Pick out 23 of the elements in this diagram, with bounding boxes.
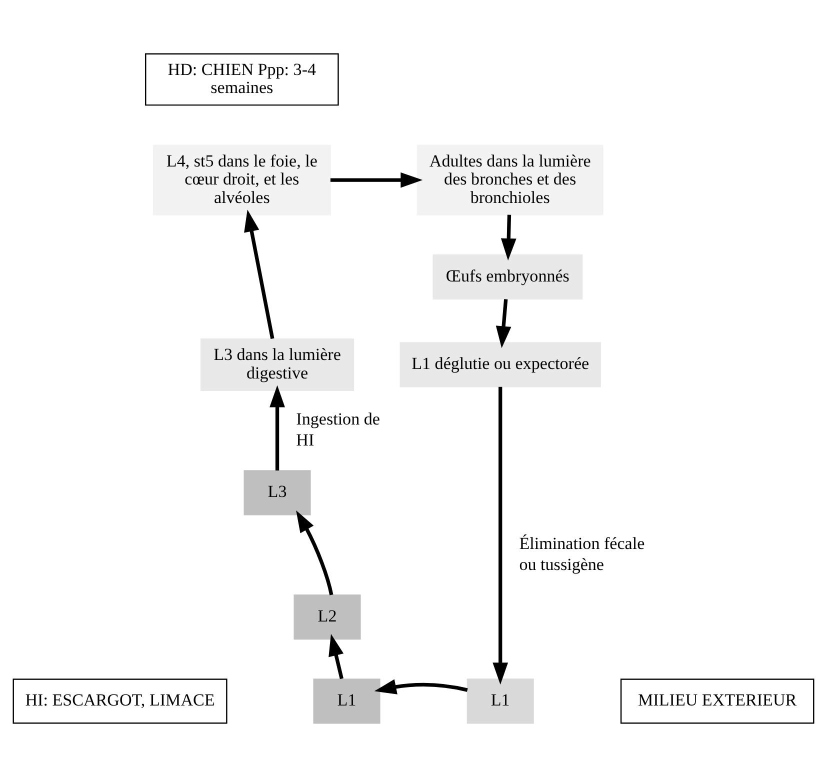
node-box: L1: [313, 678, 380, 724]
node-box: L3 dans la lumière digestive: [200, 338, 354, 390]
arrow: [328, 633, 344, 679]
node-box: L1 déglutie ou expectorée: [400, 342, 601, 387]
arrow: [374, 678, 468, 694]
node-box: L1: [466, 678, 534, 724]
node-box: HD: CHIEN Ppp: 3-4 semaines: [145, 52, 339, 106]
node-box: L2: [294, 594, 361, 640]
arrow: [500, 214, 516, 260]
node-box: L3: [244, 470, 311, 515]
node-box: HI: ESCARGOT, LIMACE: [12, 678, 228, 724]
node-box: L4, st5 dans le foie, le cœur droit, et les alvéoles: [152, 144, 331, 215]
node-box: Adultes dans la lumière des bronches et des bronchioles: [416, 144, 604, 215]
arrow: [492, 386, 508, 684]
arrow: [244, 209, 274, 338]
node-box: MILIEU EXTERIEUR: [620, 678, 814, 724]
arrow: [296, 510, 334, 595]
edge-label: Ingestion de HI: [296, 409, 380, 449]
arrow: [496, 298, 512, 348]
node-box: Œufs embryonnés: [432, 254, 583, 299]
arrow: [330, 172, 423, 188]
arrow: [270, 384, 285, 470]
edge-label: Élimination fécale ou tussigène: [519, 534, 645, 574]
